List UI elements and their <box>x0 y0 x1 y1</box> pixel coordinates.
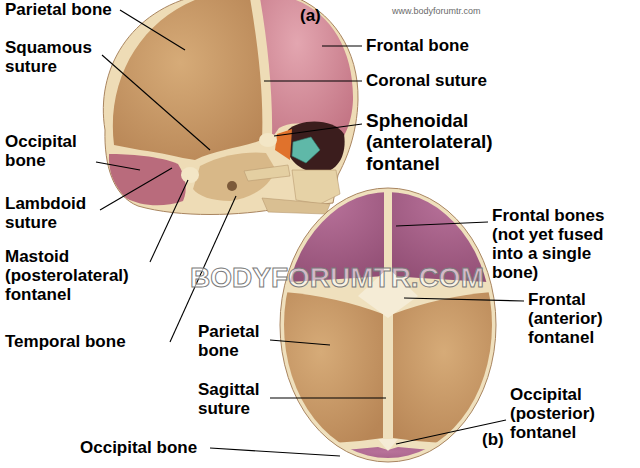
suture-label: Coronal suture <box>366 71 487 90</box>
mandible <box>262 198 330 214</box>
ear-opening <box>227 181 237 191</box>
suture-label-holder: Sagittal suture <box>198 380 278 418</box>
bone-label: Frontal bone <box>366 36 469 55</box>
bone-label: Occipital bone <box>5 132 105 170</box>
bone-label-holder: Frontal bone <box>366 36 469 55</box>
panel-letter: (b) <box>482 430 504 449</box>
suture-label: Sagittal suture <box>198 380 278 418</box>
suture-label-holder: Lambdoid suture <box>5 194 105 232</box>
leader-line <box>274 124 362 136</box>
fontanel-label: Occipital (posterior) fontanel <box>510 385 625 442</box>
leader-line <box>322 45 362 46</box>
superior-skull <box>270 180 506 468</box>
parietal-bone <box>113 0 263 160</box>
fontanel-label-holder: Frontal (anterior) fontanel <box>528 290 634 347</box>
suture-label: Lambdoid suture <box>5 194 105 232</box>
panel-letter-holder: (a) <box>300 6 321 25</box>
leader-line <box>102 55 210 150</box>
lateral-skull <box>103 0 358 215</box>
fontanel-label-holder: Occipital (posterior) fontanel <box>510 385 625 442</box>
sphenoidal-fontanel <box>259 133 277 147</box>
bone-label-holder: Occipital bone <box>80 438 197 457</box>
maxilla <box>292 170 340 204</box>
panel-letter-holder: (b) <box>482 430 504 449</box>
leader-lines <box>96 10 524 456</box>
suture-label-holder: Coronal suture <box>366 71 487 90</box>
bone-label-holder: Temporal bone <box>5 332 126 351</box>
leader-line <box>404 298 524 301</box>
suture-label-holder: Squamous suture <box>5 38 105 76</box>
watermark: www.bodyforumtr.com <box>392 6 481 16</box>
leader-line <box>396 222 488 226</box>
bone-label: Parietal bone <box>198 322 278 360</box>
bone-label: Parietal bone <box>5 0 112 19</box>
panel-letter: (a) <box>300 6 321 25</box>
bone-label: Temporal bone <box>5 332 126 351</box>
watermark: BODYFORUMTR.COM <box>190 262 484 293</box>
watermark-holder: www.bodyforumtr.com <box>392 6 481 16</box>
leader-line <box>270 397 386 398</box>
fontanel-label: Sphenoidal (anterolateral) fontanel <box>366 110 516 174</box>
orbit <box>287 121 345 173</box>
mastoid-fontanel <box>181 167 199 183</box>
bone-label: Frontal bones (not yet fused into a sing… <box>492 206 634 282</box>
leader-line <box>100 168 172 210</box>
leader-line <box>96 162 140 170</box>
bone-label-holder: Parietal bone <box>198 322 278 360</box>
watermark-holder: BODYFORUMTR.COM <box>190 262 484 293</box>
fontanel-label: Mastoid (posterolateral) fontanel <box>5 247 185 304</box>
parietal-bone-right <box>393 291 506 444</box>
bone-label-holder: Frontal bones (not yet fused into a sing… <box>492 206 634 282</box>
fontanel-label: Frontal (anterior) fontanel <box>528 290 634 347</box>
suture-label: Squamous suture <box>5 38 105 76</box>
bone-label-holder: Occipital bone <box>5 132 105 170</box>
fontanel-label-holder: Sphenoidal (anterolateral) fontanel <box>366 110 516 174</box>
leader-line <box>210 448 340 456</box>
fontanel-label-holder: Mastoid (posterolateral) fontanel <box>5 247 185 304</box>
parietal-bone-left <box>270 291 383 444</box>
leader-line <box>264 80 362 81</box>
posterior-fontanel <box>378 439 398 451</box>
zygomatic-arch <box>244 165 290 181</box>
bone-label-holder: Parietal bone <box>5 0 112 19</box>
leader-line <box>150 180 188 262</box>
sphenoid-bone <box>292 137 320 163</box>
leader-line <box>270 340 330 345</box>
skull-outline <box>103 0 358 215</box>
leader-line <box>120 10 185 50</box>
bone-label: Occipital bone <box>80 438 197 457</box>
